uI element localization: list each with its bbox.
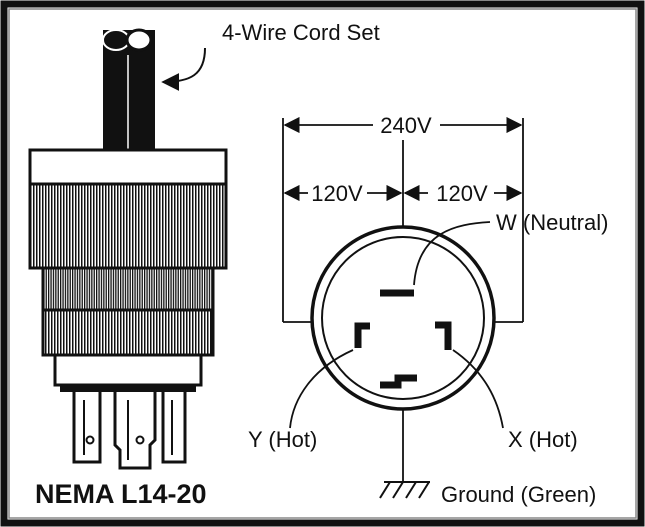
plug-prongs bbox=[72, 392, 187, 470]
ground-label: Ground (Green) bbox=[441, 482, 596, 507]
plug-cap bbox=[28, 148, 228, 186]
slot-y-hot bbox=[354, 322, 370, 348]
ground-symbol bbox=[379, 481, 430, 499]
receptacle-slots bbox=[354, 289, 452, 389]
receptacle-inner-ring bbox=[321, 236, 485, 400]
y-hot-label: Y (Hot) bbox=[248, 427, 317, 452]
receptacle-outer-ring bbox=[310, 225, 496, 411]
x-hot-label: X (Hot) bbox=[508, 427, 578, 452]
plug-base-ring bbox=[53, 353, 203, 387]
x-hot-lead bbox=[452, 349, 504, 429]
cord bbox=[103, 30, 155, 155]
label-120v-right: 120V bbox=[436, 181, 488, 206]
inner-frame bbox=[8, 8, 637, 519]
label-120v-left: 120V bbox=[311, 181, 363, 206]
slot-x-hot bbox=[435, 321, 452, 350]
cord-set-pointer bbox=[161, 47, 206, 91]
plug-collar-lower bbox=[41, 308, 215, 357]
neutral-lead bbox=[413, 221, 491, 286]
plug-collar-upper bbox=[41, 266, 215, 312]
plug-base-face bbox=[60, 385, 196, 392]
diagram-title: NEMA L14-20 bbox=[35, 479, 207, 509]
neutral-label: W (Neutral) bbox=[496, 210, 608, 235]
y-hot-lead bbox=[289, 349, 354, 429]
cord-wire-left bbox=[102, 29, 130, 51]
plug-illustration bbox=[28, 28, 228, 470]
receptacle-diagram: 240V 120V 120V bbox=[282, 113, 524, 499]
cord-wire-right bbox=[125, 28, 153, 52]
label-240v: 240V bbox=[380, 113, 432, 138]
cord-set-label: 4-Wire Cord Set bbox=[222, 20, 380, 45]
slot-ground bbox=[380, 374, 417, 389]
